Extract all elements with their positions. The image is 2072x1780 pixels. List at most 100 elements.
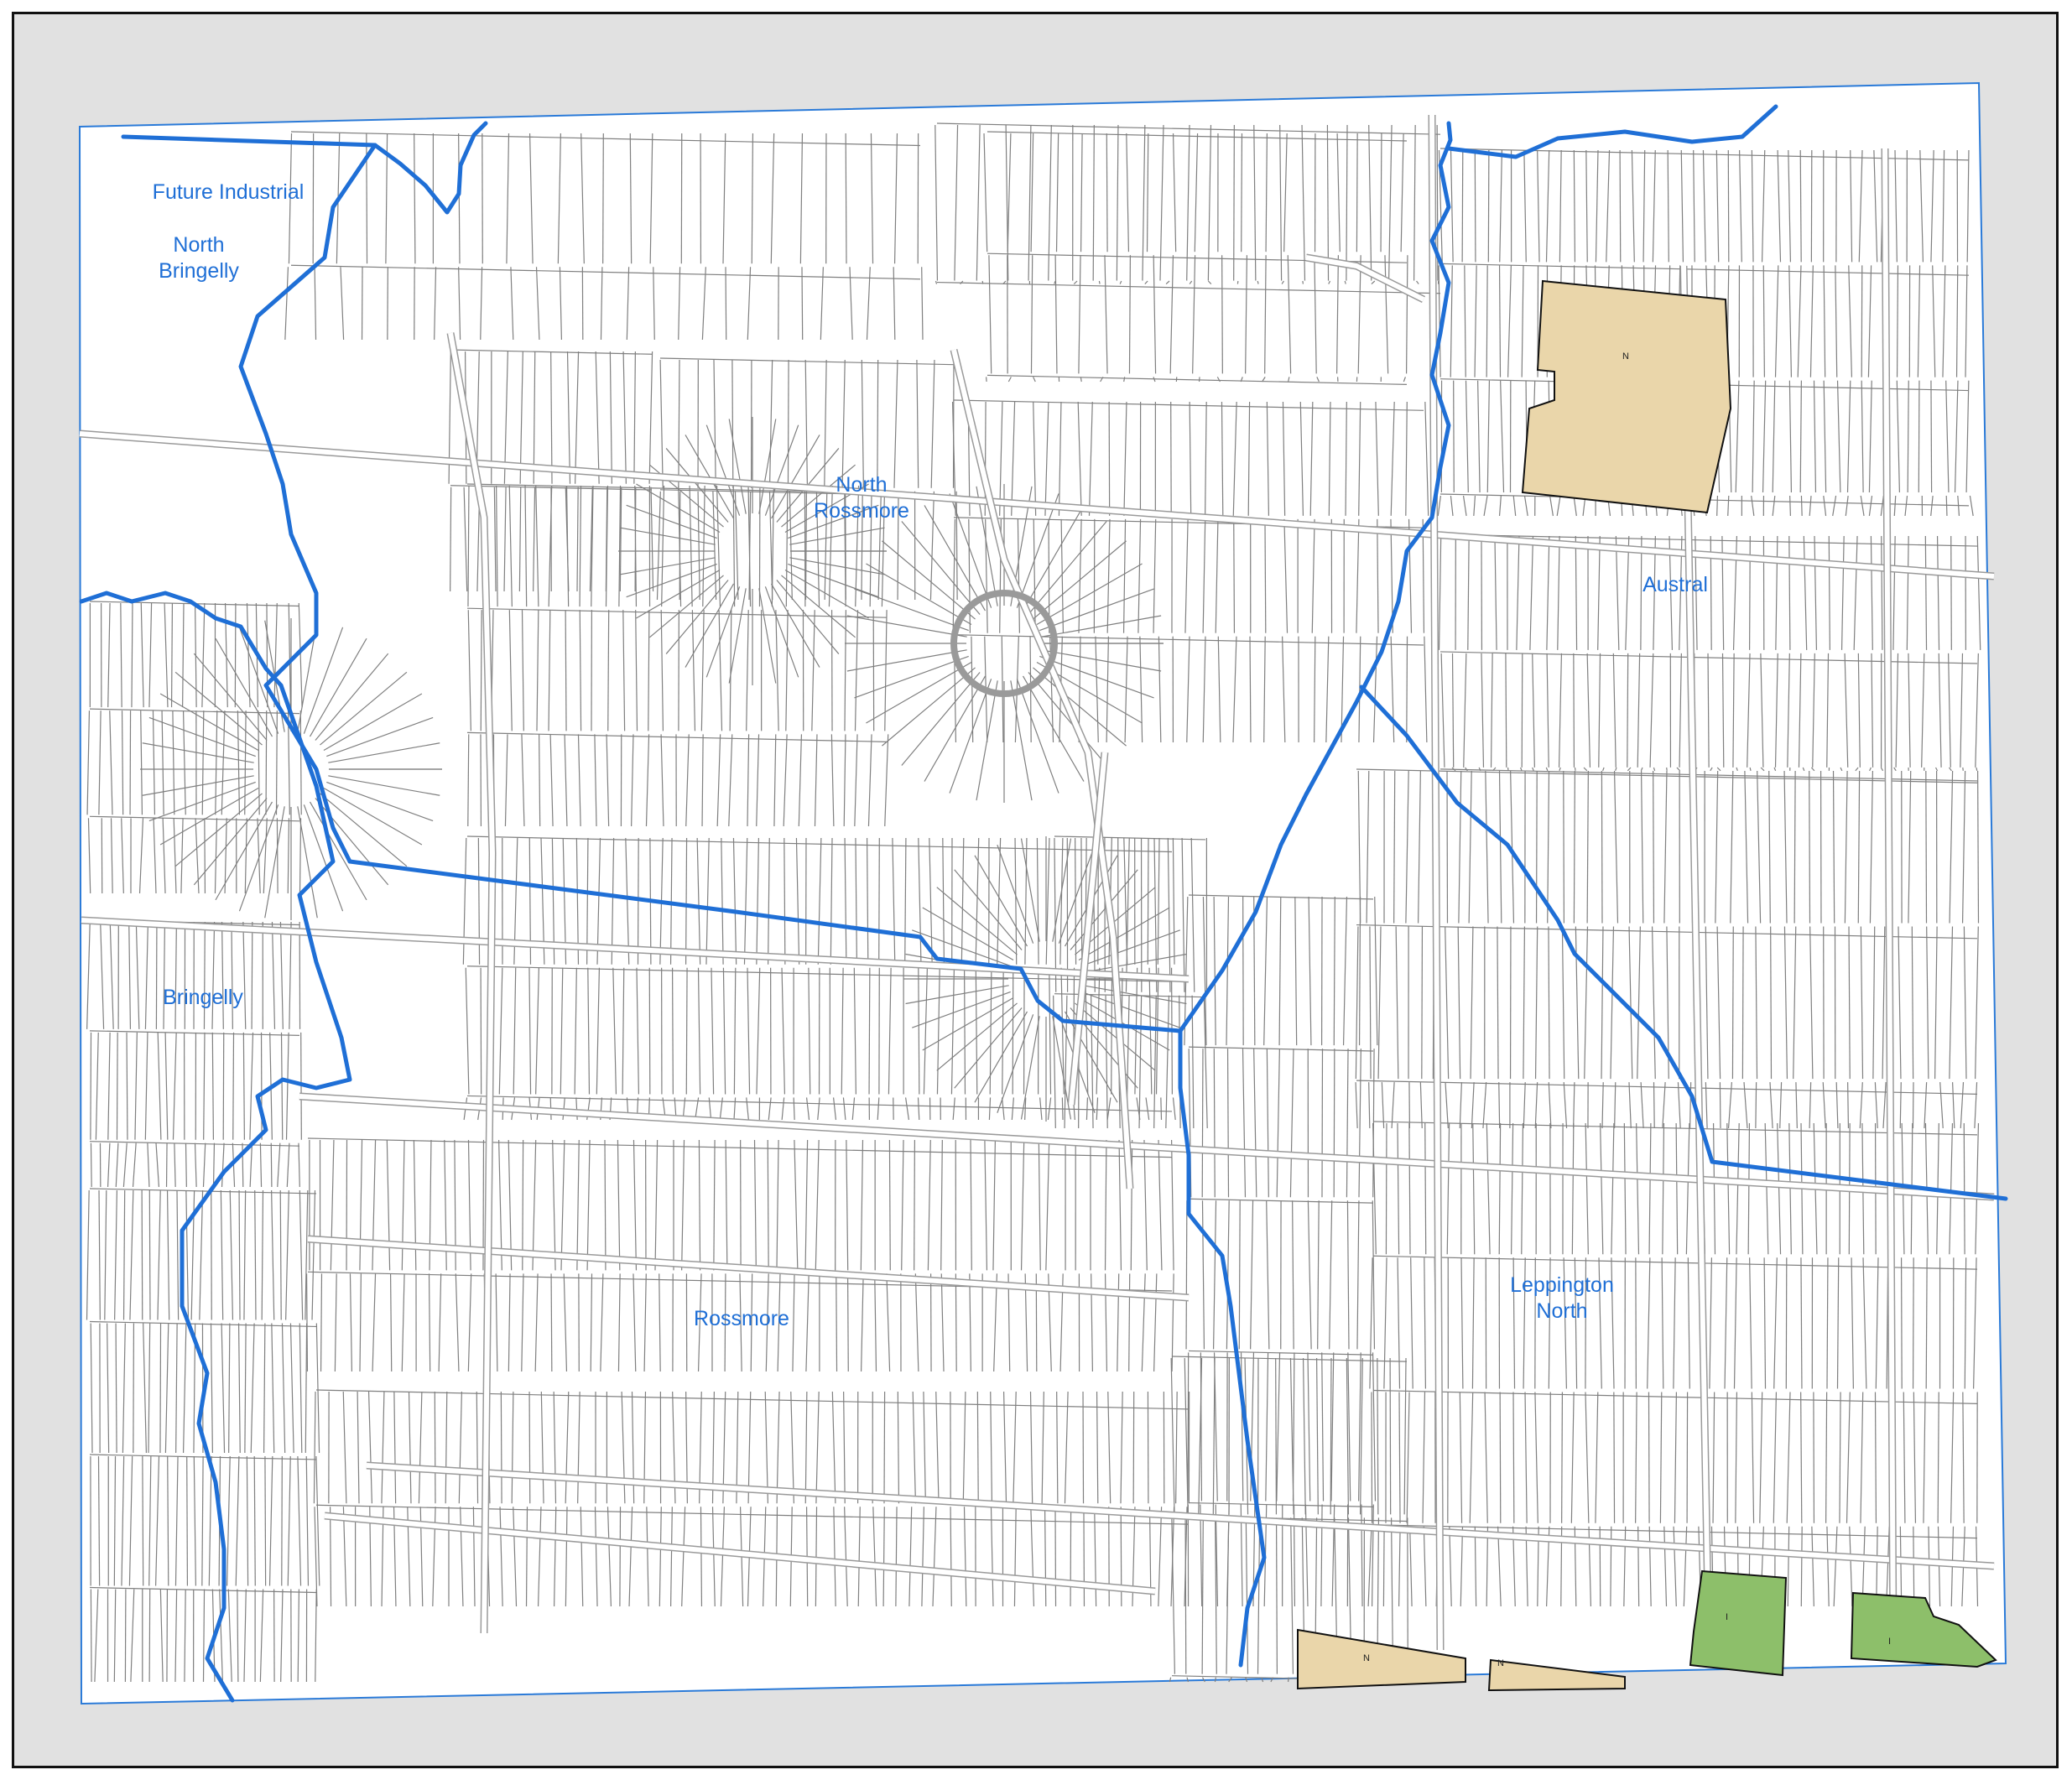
lot-divider bbox=[1906, 535, 1909, 650]
lot-divider bbox=[830, 837, 833, 965]
radial-lot-line bbox=[626, 563, 717, 598]
lot-divider bbox=[1586, 770, 1589, 924]
boundary-austral-west bbox=[1178, 121, 1453, 1033]
lot-divider bbox=[1221, 255, 1223, 374]
lot-divider bbox=[393, 1391, 397, 1504]
lot-divider bbox=[1047, 1097, 1052, 1121]
lot-divider bbox=[1860, 495, 1865, 517]
radial-lot-line bbox=[1041, 615, 1162, 638]
zone-i-1[interactable] bbox=[1689, 1569, 1788, 1677]
lot-divider bbox=[476, 1391, 479, 1504]
lot-divider bbox=[193, 1456, 196, 1586]
lot-divider bbox=[648, 967, 651, 1095]
zone-n-south-2[interactable] bbox=[1487, 1658, 1626, 1692]
lot-divider bbox=[1652, 149, 1656, 263]
lot-divider bbox=[1900, 1257, 1903, 1389]
lot-divider bbox=[576, 487, 579, 592]
lot-divider bbox=[467, 485, 470, 607]
lot-divider bbox=[1936, 535, 1940, 650]
lot-divider bbox=[1233, 124, 1235, 281]
lot-divider bbox=[1783, 926, 1788, 1080]
lot-divider bbox=[1372, 1049, 1375, 1198]
lot-divider bbox=[1614, 1082, 1616, 1129]
lot-divider bbox=[805, 1097, 810, 1121]
lot-divider bbox=[1872, 926, 1876, 1080]
lot-divider bbox=[148, 1323, 151, 1454]
lot-divider bbox=[1648, 1526, 1652, 1607]
map-canvas[interactable] bbox=[14, 14, 2059, 1768]
lot-divider bbox=[270, 1142, 273, 1188]
radial-lot-line bbox=[148, 781, 256, 822]
lot-divider bbox=[1559, 767, 1561, 772]
lot-divider bbox=[1709, 1257, 1713, 1389]
lot-divider bbox=[1292, 1200, 1294, 1350]
lot-divider bbox=[815, 1391, 820, 1504]
lot-divider bbox=[221, 1323, 226, 1454]
radial-lot-line bbox=[789, 527, 885, 545]
lot-divider bbox=[1844, 653, 1849, 768]
boundary-rossmore-north bbox=[347, 859, 1183, 1033]
lot-divider bbox=[320, 1273, 323, 1372]
lot-divider bbox=[1282, 401, 1286, 516]
lot-divider bbox=[893, 267, 896, 341]
lot-divider bbox=[1342, 896, 1348, 1046]
cul-de-sac-north-rossmore bbox=[950, 590, 1058, 697]
lot-divider bbox=[833, 1507, 836, 1607]
lot-divider bbox=[1424, 1122, 1427, 1255]
lot-divider bbox=[617, 1273, 621, 1372]
radial-lot-line bbox=[636, 569, 721, 619]
lot-divider bbox=[1561, 1392, 1564, 1523]
zone-n-austral[interactable] bbox=[1521, 279, 1732, 514]
lot-divider bbox=[701, 734, 704, 827]
lot-divider bbox=[1226, 1517, 1230, 1674]
lot-divider bbox=[932, 1507, 937, 1607]
cadastral-map[interactable]: Future Industrial North Bringelly North … bbox=[12, 12, 2059, 1768]
radial-lot-line bbox=[954, 1007, 1023, 1089]
lot-divider bbox=[277, 1142, 281, 1188]
lot-divider bbox=[1563, 1257, 1568, 1389]
lot-divider bbox=[1613, 1392, 1616, 1523]
radial-lot-line bbox=[1064, 1011, 1118, 1103]
lot-divider bbox=[1486, 380, 1491, 493]
lot-divider bbox=[1438, 535, 1442, 650]
lot-divider bbox=[1119, 280, 1122, 284]
lot-divider bbox=[1372, 1122, 1377, 1255]
lot-row-line bbox=[1372, 1524, 1978, 1539]
lot-divider bbox=[1811, 1526, 1814, 1607]
lot-divider bbox=[1361, 1504, 1363, 1607]
lot-divider bbox=[165, 1142, 168, 1188]
boundary-northern-strip bbox=[121, 121, 488, 215]
lot-divider bbox=[1158, 636, 1162, 743]
lot-divider bbox=[1512, 495, 1517, 517]
lot-divider bbox=[1583, 767, 1588, 772]
lot-divider bbox=[734, 491, 739, 601]
radial-lot-line bbox=[148, 716, 256, 757]
lot-divider bbox=[808, 967, 811, 1095]
radial-lot-line bbox=[1052, 838, 1072, 942]
lot-divider bbox=[498, 967, 503, 1095]
lot-divider bbox=[1400, 133, 1404, 252]
lot-divider bbox=[182, 602, 185, 708]
lot-divider bbox=[1809, 926, 1814, 1080]
lot-divider bbox=[95, 1032, 99, 1140]
lot-divider bbox=[258, 710, 260, 815]
lot-divider bbox=[671, 967, 674, 1095]
zone-n-south-1[interactable] bbox=[1297, 1628, 1466, 1690]
lot-divider bbox=[1045, 1139, 1050, 1271]
label-north-rossmore: North Rossmore bbox=[814, 473, 909, 523]
lot-divider bbox=[1175, 1391, 1178, 1504]
zone-i-2[interactable] bbox=[1850, 1591, 1997, 1668]
lot-divider bbox=[1532, 653, 1535, 768]
lot-divider bbox=[841, 967, 844, 1095]
lot-divider bbox=[1847, 1082, 1850, 1129]
lot-divider bbox=[1812, 653, 1815, 768]
lot-divider bbox=[975, 837, 980, 965]
lot-divider bbox=[1523, 495, 1528, 517]
lot-divider bbox=[565, 610, 567, 731]
lot-divider bbox=[565, 1391, 570, 1504]
lot-divider bbox=[1359, 1357, 1363, 1515]
lot-divider bbox=[1445, 926, 1450, 1080]
radial-lot-line bbox=[1083, 953, 1187, 973]
lot-divider bbox=[1759, 1392, 1763, 1523]
lot-divider bbox=[1390, 636, 1395, 743]
